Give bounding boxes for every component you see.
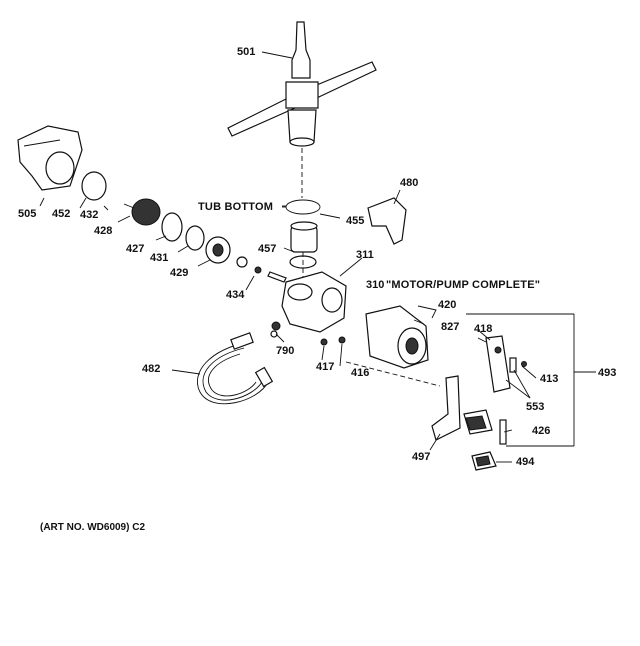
label-790: 790 bbox=[276, 345, 294, 357]
spray-arm-501 bbox=[227, 21, 377, 198]
part-431 bbox=[185, 225, 205, 251]
label-452: 452 bbox=[52, 208, 70, 220]
label-426: 426 bbox=[532, 425, 550, 437]
label-tub-bottom: TUB BOTTOM bbox=[198, 201, 273, 213]
label-482: 482 bbox=[142, 363, 160, 375]
label-417: 417 bbox=[316, 361, 334, 373]
art-number: (ART NO. WD6009) C2 bbox=[40, 522, 145, 533]
part-457 bbox=[289, 221, 318, 280]
leader-lines bbox=[39, 51, 537, 463]
part-505 bbox=[17, 125, 83, 191]
label-493: 493 bbox=[598, 367, 616, 379]
hose-482 bbox=[197, 332, 274, 405]
label-432: 432 bbox=[80, 209, 98, 221]
part-420 bbox=[417, 305, 437, 319]
tub-bottom-gasket bbox=[282, 199, 321, 215]
label-418: 418 bbox=[474, 323, 492, 335]
part-497 bbox=[431, 375, 493, 441]
label-310: 310 bbox=[366, 279, 384, 291]
motor-827 bbox=[345, 305, 441, 387]
label-413: 413 bbox=[540, 373, 558, 385]
label-416: 416 bbox=[351, 367, 369, 379]
label-431: 431 bbox=[150, 252, 168, 264]
label-497: 497 bbox=[412, 451, 430, 463]
part-452 bbox=[81, 171, 107, 201]
label-motor-pump-complete: "MOTOR/PUMP COMPLETE" bbox=[386, 279, 540, 291]
label-420: 420 bbox=[438, 299, 456, 311]
part-428 bbox=[123, 198, 161, 226]
group-bracket-493 bbox=[466, 313, 596, 447]
part-417 bbox=[320, 338, 328, 346]
part-480 bbox=[367, 197, 407, 245]
label-480: 480 bbox=[400, 177, 418, 189]
part-418 bbox=[477, 335, 511, 393]
label-505: 505 bbox=[18, 208, 36, 220]
part-434 bbox=[236, 256, 287, 283]
label-434: 434 bbox=[226, 289, 245, 301]
label-457: 457 bbox=[258, 243, 276, 255]
part-790 bbox=[270, 321, 281, 338]
label-553: 553 bbox=[526, 401, 544, 413]
part-416 bbox=[338, 336, 346, 344]
part-494 bbox=[471, 451, 497, 471]
label-427: 427 bbox=[126, 243, 144, 255]
part-427 bbox=[161, 212, 183, 242]
label-428: 428 bbox=[94, 225, 112, 237]
label-311: 311 bbox=[356, 249, 374, 261]
label-501: 501 bbox=[237, 46, 255, 58]
part-426 bbox=[499, 419, 507, 445]
label-429: 429 bbox=[170, 267, 188, 279]
part-311-pump bbox=[281, 257, 363, 333]
part-429 bbox=[205, 236, 231, 264]
part-413 bbox=[509, 357, 527, 373]
label-455: 455 bbox=[346, 215, 364, 227]
label-827: 827 bbox=[441, 321, 459, 333]
label-494: 494 bbox=[516, 456, 535, 468]
